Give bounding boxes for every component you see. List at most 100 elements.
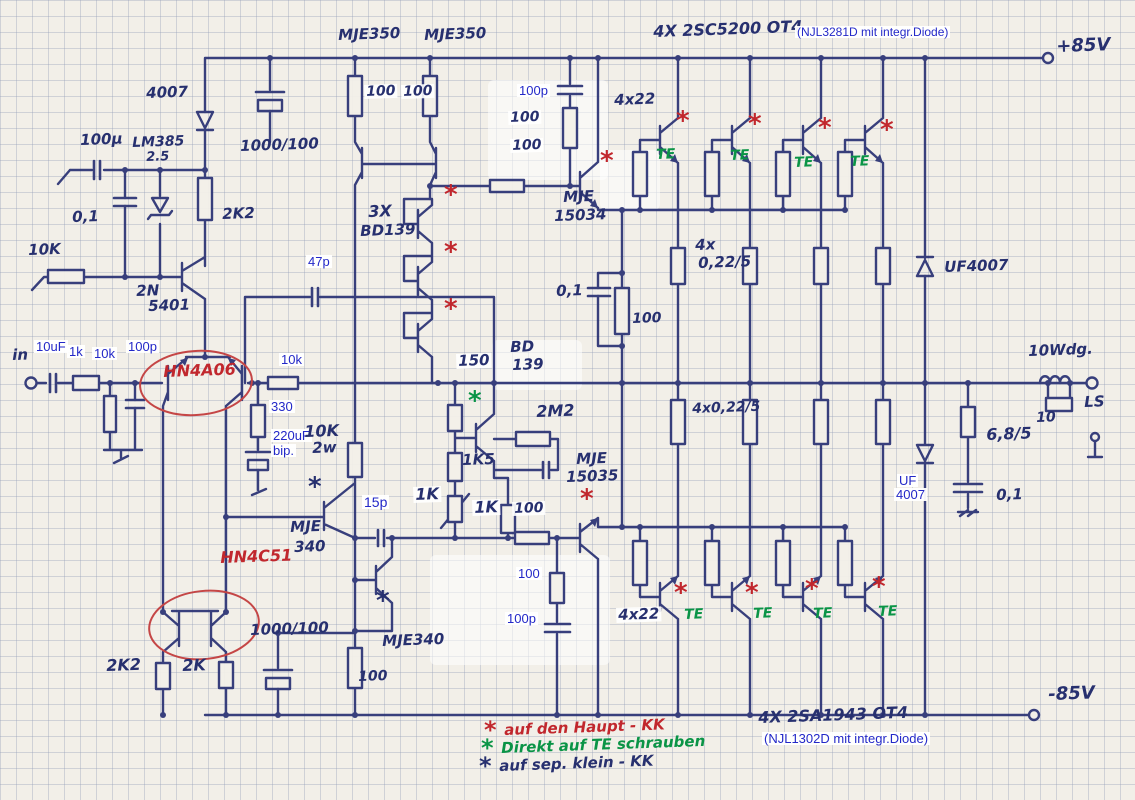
component-label: MJE: [575, 448, 608, 468]
component-label: 100: [401, 82, 435, 100]
component-label: MJE: [562, 186, 595, 206]
component-label: 4x0,22/5: [691, 398, 761, 417]
component-label: 100: [516, 566, 542, 581]
component-label: 0,22/5: [697, 252, 752, 272]
component-label: LM385: [131, 133, 185, 151]
component-label: 15034: [553, 205, 607, 225]
junction-dots: [107, 55, 1073, 718]
component-label: BD139: [359, 220, 416, 240]
component-label: UF: [897, 473, 919, 488]
te-annotation: TE: [729, 147, 750, 164]
hn4a06-label: HN4A06: [162, 359, 237, 381]
component-label: 6,8/5: [985, 423, 1032, 444]
component-label: LS: [1083, 392, 1105, 411]
component-label: 2M2: [535, 400, 575, 421]
star-annotation: *: [748, 109, 762, 139]
star-annotation: *: [745, 578, 759, 608]
star-annotation: *: [676, 106, 690, 136]
legend-star: *: [479, 752, 492, 780]
component-label: 1000/100: [239, 134, 320, 155]
output-inductor: [1038, 375, 1072, 385]
electrolytic-plate: [256, 98, 284, 113]
emitter-arrows: [180, 154, 883, 585]
component-label: UF4007: [943, 255, 1009, 276]
top-output-bank-wires: [638, 56, 885, 385]
component-label: 1K5: [461, 449, 496, 469]
component-label: 15035: [565, 466, 619, 486]
component-label: 10k: [279, 352, 304, 367]
star-annotation: *: [308, 472, 322, 502]
component-label: 4x22: [616, 604, 662, 624]
component-label: 3X: [367, 201, 393, 221]
component-label: -85V: [1047, 682, 1096, 705]
component-label: 100p: [126, 339, 159, 354]
main-wires: [30, 56, 1104, 717]
paper-patch: [600, 150, 660, 210]
star-annotation: *: [880, 115, 894, 145]
terminals: [24, 51, 1101, 722]
legend-star: *: [481, 734, 494, 762]
electrolytic-plate: [264, 676, 292, 691]
component-label: 2K2: [105, 654, 142, 675]
paper-patch: [492, 340, 582, 390]
component-label: 10uF: [34, 339, 68, 354]
te-annotation: TE: [849, 153, 870, 170]
component-label: 4007: [894, 487, 927, 502]
star-annotation: *: [600, 146, 614, 176]
te-annotation: TE: [683, 606, 704, 623]
component-label: 220uF: [271, 428, 312, 443]
component-label: +85V: [1055, 34, 1111, 57]
component-label: 330: [269, 399, 295, 414]
component-label: 100p: [505, 611, 538, 626]
component-label: bip.: [271, 443, 296, 458]
star-annotation: *: [818, 113, 832, 143]
star-annotation: *: [376, 586, 390, 616]
component-label: 2.5: [145, 149, 170, 165]
component-label: MJE: [289, 516, 322, 536]
component-label: 2K2: [221, 203, 256, 223]
component-label: 100: [364, 82, 398, 100]
legend-star: *: [484, 716, 497, 744]
component-label: (NJL3281D mit integr.Diode): [795, 25, 951, 39]
star-annotation: *: [444, 237, 458, 267]
component-label: 2K: [181, 655, 207, 675]
component-label: 10Wdg.: [1027, 339, 1094, 360]
component-label: 1K: [413, 484, 442, 504]
component-label: 2w: [311, 438, 337, 457]
component-label: 340: [293, 536, 326, 556]
component-label: 10K: [27, 239, 62, 259]
te-annotation: TE: [752, 605, 773, 622]
star-annotation: *: [444, 180, 458, 210]
component-label: 5401: [147, 295, 191, 315]
component-label: 10: [1035, 409, 1056, 426]
star-annotation: *: [805, 574, 819, 604]
star-annotation: *: [444, 294, 458, 324]
te-annotation: TE: [812, 605, 833, 622]
component-label: 100p: [517, 83, 550, 98]
star-annotation: *: [468, 386, 482, 416]
te-annotation: TE: [793, 154, 814, 171]
component-label: 1K: [472, 497, 501, 517]
component-label: 1000/100: [249, 618, 330, 639]
component-label: 100: [631, 309, 662, 327]
resistors: [46, 74, 1074, 691]
star-annotation: *: [580, 484, 594, 514]
capacitor-plates: [48, 84, 984, 672]
component-label: 100: [508, 108, 542, 126]
component-label: 0,1: [555, 281, 584, 300]
component-label: 10k: [92, 346, 117, 361]
bd139-string-wires: [402, 197, 434, 385]
component-label: MJE350: [337, 23, 401, 44]
component-label: BD: [509, 337, 535, 356]
component-label: 100µ: [79, 129, 123, 149]
component-label: MJE340: [381, 629, 445, 650]
component-label: 100: [510, 136, 544, 154]
component-label: MJE350: [423, 23, 487, 44]
matched-pair-circles: [139, 349, 260, 661]
bottom-output-bank-wires: [638, 381, 885, 717]
component-label: 4x22: [613, 89, 656, 109]
hn4c51-label: HN4C51: [219, 545, 293, 567]
component-label: 150: [456, 350, 492, 370]
component-label: 100: [357, 667, 388, 685]
